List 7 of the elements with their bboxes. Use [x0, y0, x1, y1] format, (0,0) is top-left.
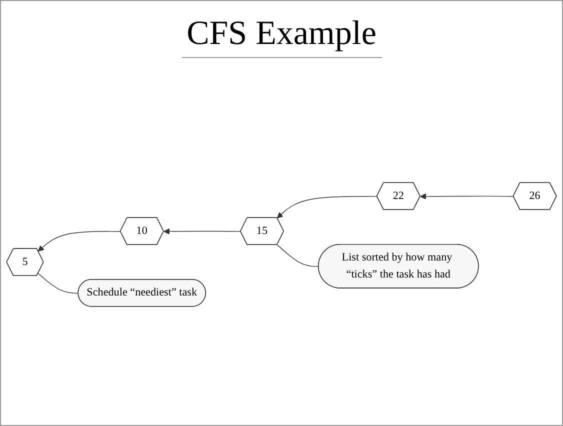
- connector: [276, 244, 320, 267]
- slide-title: CFS Example: [186, 15, 376, 53]
- arrow: [38, 231, 121, 252]
- arrow: [277, 196, 378, 218]
- arrow: [420, 193, 514, 200]
- arrow: [164, 228, 242, 234]
- connector: [38, 273, 79, 294]
